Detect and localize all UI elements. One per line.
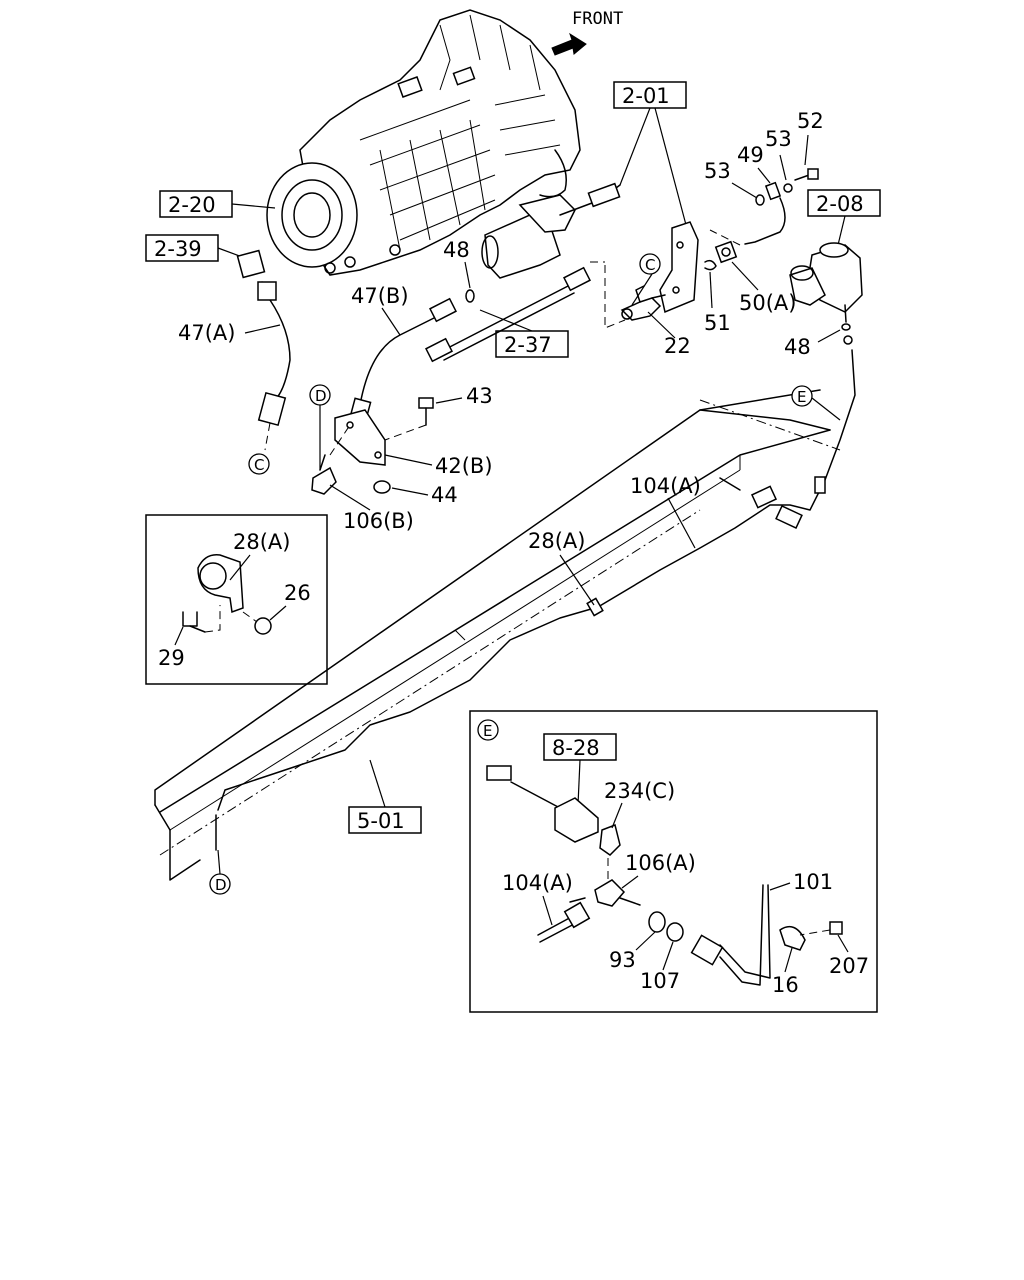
ref-box-2-20: 2-20 [159, 190, 233, 218]
ref-box-2-39: 2-39 [145, 234, 219, 262]
connector-22 [620, 285, 666, 321]
marker-e-inset-text: E [483, 722, 492, 740]
label-106a: 106(A) [625, 851, 696, 875]
clutch-master-cylinder [789, 242, 863, 323]
front-arrow-icon [551, 32, 587, 56]
ref-2-08-text: 2-08 [816, 192, 864, 216]
label-53-lower: 53 [704, 159, 731, 183]
fitting-50a [714, 240, 738, 264]
marker-e-main: E [791, 385, 813, 407]
ref-2-37-text: 2-37 [504, 333, 552, 357]
label-106b: 106(B) [343, 509, 414, 533]
marker-e-main-text: E [797, 388, 806, 406]
label-50a: 50(A) [739, 291, 796, 315]
bolt-43 [384, 397, 434, 441]
label-52: 52 [797, 109, 824, 133]
marker-d-top-text: D [315, 387, 327, 405]
clutch-housing-flange [266, 162, 358, 268]
inset-e-details [469, 710, 878, 1013]
label-47b: 47(B) [351, 284, 409, 308]
label-28a-main: 28(A) [528, 529, 585, 553]
ref-5-01-text: 5-01 [357, 809, 405, 833]
label-101: 101 [793, 870, 833, 894]
label-104a-main: 104(A) [630, 474, 701, 498]
ref-2-39-text: 2-39 [154, 237, 202, 261]
pipe-104a [215, 335, 856, 851]
pipe-47b [348, 297, 457, 425]
ref-box-2-01: 2-01 [613, 81, 687, 109]
ref-box-8-28: 8-28 [543, 733, 617, 761]
nut-44 [373, 480, 391, 494]
ref-box-5-01: 5-01 [348, 806, 422, 834]
label-43: 43 [466, 384, 493, 408]
label-234c: 234(C) [604, 779, 675, 803]
label-22: 22 [664, 334, 691, 358]
label-49: 49 [737, 143, 764, 167]
label-48-lower: 48 [784, 335, 811, 359]
washer-48-top [465, 289, 475, 303]
marker-c-bottom: C [248, 453, 270, 475]
marker-c-bottom-text: C [254, 456, 264, 474]
ref-box-2-37: 2-37 [495, 330, 569, 358]
label-16: 16 [772, 973, 799, 997]
label-53-upper: 53 [765, 127, 792, 151]
ref-8-28-text: 8-28 [552, 736, 600, 760]
label-51: 51 [704, 311, 731, 335]
front-label: FRONT [572, 9, 623, 29]
label-28a-inset: 28(A) [233, 530, 290, 554]
marker-d-bottom: D [209, 873, 231, 895]
slave-cylinder [481, 182, 621, 279]
inset-bracket-28a [145, 514, 328, 685]
transmission-assembly [266, 9, 581, 276]
label-47a: 47(A) [178, 321, 235, 345]
hose-2-37 [425, 261, 605, 363]
pipe-47a [236, 249, 291, 451]
marker-d-top: D [309, 384, 331, 406]
marker-e-inset: E [477, 719, 499, 741]
bracket-2-01 [659, 221, 699, 314]
ref-2-01-text: 2-01 [622, 84, 670, 108]
label-44: 44 [431, 483, 458, 507]
label-93: 93 [609, 948, 636, 972]
frame-rail [154, 389, 841, 881]
label-29: 29 [158, 646, 185, 670]
label-42b: 42(B) [435, 454, 493, 478]
connector-106b [311, 454, 337, 495]
marker-c-top-text: C [645, 256, 655, 274]
label-207: 207 [829, 954, 869, 978]
marker-c-top: C [639, 253, 661, 275]
fitting-group-49-53-52 [709, 168, 819, 246]
ref-2-20-text: 2-20 [168, 193, 216, 217]
label-104a-inset: 104(A) [502, 871, 573, 895]
label-107: 107 [640, 969, 680, 993]
bracket-42b [334, 409, 386, 466]
label-48-upper: 48 [443, 238, 470, 262]
ref-box-2-08: 2-08 [807, 189, 881, 217]
marker-d-bottom-text: D [215, 876, 227, 894]
clip-51 [704, 259, 717, 271]
label-26: 26 [284, 581, 311, 605]
